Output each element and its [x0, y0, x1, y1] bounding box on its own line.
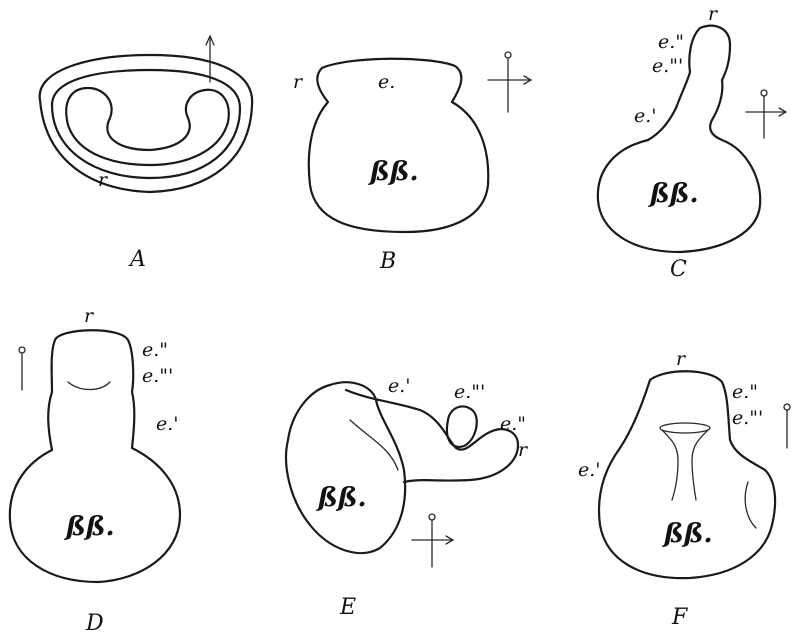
figure-f-label-e2: e." — [732, 381, 758, 403]
figure-c: r e." e."' e.' ßß. C — [596, 3, 788, 282]
figure-b-outline — [307, 57, 490, 234]
figure-b-label-e: e. — [378, 71, 395, 93]
figure-a-caption: A — [128, 247, 146, 272]
figure-b-label-r: r — [293, 71, 304, 93]
figure-c-label-r: r — [708, 3, 719, 25]
figure-b-label-ss: ßß. — [368, 157, 419, 187]
figure-f: r e." e."' e.' ßß. F — [578, 348, 791, 630]
figure-c-label-e2: e." — [658, 31, 684, 53]
figure-f-outline — [597, 370, 777, 580]
figure-c-label-ss: ßß. — [648, 179, 699, 209]
figure-d-label-e3: e."' — [142, 365, 173, 387]
figure-e-label-e1: e.' — [388, 375, 411, 397]
figure-e-label-ss: ßß. — [316, 483, 367, 513]
figure-e-label-r: r — [518, 439, 529, 461]
figure-d-label-e1: e.' — [156, 413, 179, 435]
figure-b: r e. ßß. B — [293, 51, 533, 274]
figure-f-label-ss: ßß. — [662, 519, 713, 549]
figure-f-label-r: r — [676, 348, 687, 370]
figure-d-label-r: r — [84, 305, 95, 327]
figure-c-label-e3: e."' — [652, 55, 683, 77]
pin-cross-arrow-icon — [745, 89, 788, 139]
figure-d: r e." e."' e.' ßß. D — [8, 305, 182, 636]
pin-cross-arrow-icon — [487, 51, 533, 113]
figure-d-label-e2: e." — [142, 339, 168, 361]
figure-a-outer-ring — [38, 53, 254, 194]
figure-c-caption: C — [670, 257, 687, 282]
figure-a-label-r: r — [98, 169, 109, 191]
figure-c-label-e1: e.' — [634, 105, 657, 127]
figure-e: e.' e."' e." r ßß. E — [284, 375, 529, 620]
figure-d-outline — [8, 329, 182, 584]
figure-e-label-e2: e." — [500, 413, 526, 435]
figure-a-inner-ring — [50, 68, 242, 180]
figure-d-groove — [67, 381, 111, 391]
figure-a: r A — [38, 34, 254, 272]
figure-e-body — [344, 388, 520, 484]
arrow-up-icon-head — [205, 34, 215, 46]
figure-f-label-e1: e.' — [578, 459, 601, 481]
figure-e-label-e3: e."' — [454, 381, 485, 403]
figure-c-outline — [596, 24, 762, 254]
figure-e-vesicle — [445, 405, 478, 448]
figure-a-horseshoe — [65, 86, 230, 167]
figure-e-body-inner — [349, 419, 399, 471]
figure-f-funnel-stem — [661, 429, 709, 501]
figure-b-caption: B — [379, 249, 396, 274]
pin-cross-arrow-icon — [411, 513, 455, 568]
figure-d-label-ss: ßß. — [64, 512, 115, 542]
pin-line-icon — [783, 403, 791, 449]
figure-d-caption: D — [85, 611, 104, 636]
figure-e-yolk-sac — [284, 381, 407, 555]
figure-e-caption: E — [339, 595, 356, 620]
figure-f-caption: F — [671, 605, 688, 630]
pin-line-icon — [18, 346, 26, 391]
figure-f-lip — [744, 481, 757, 529]
figure-f-funnel-top — [659, 422, 711, 434]
figure-f-label-e3: e."' — [732, 407, 763, 429]
